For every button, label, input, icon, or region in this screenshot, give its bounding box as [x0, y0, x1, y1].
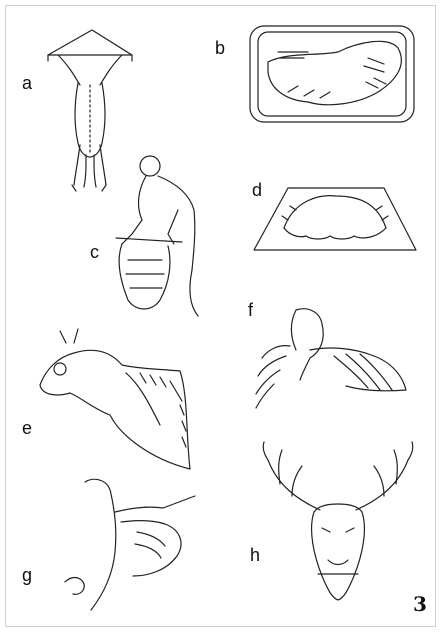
label-b: b — [215, 38, 225, 59]
figure-f-caping-head — [250, 300, 420, 415]
figure-h-antlered-skull — [258, 440, 418, 620]
label-e: e — [22, 418, 32, 439]
figure-g-hand-knife — [45, 472, 210, 622]
label-h: h — [250, 545, 260, 566]
figure-d-cut-diagram — [250, 180, 420, 260]
label-d: d — [252, 180, 262, 201]
label-a: a — [22, 73, 32, 94]
figure-b-meat-tray — [248, 22, 418, 127]
figure-c-person-sawing — [108, 150, 218, 320]
label-g: g — [22, 565, 32, 586]
label-c: c — [90, 242, 99, 263]
label-f: f — [248, 300, 253, 321]
figure-e-deer-cape — [30, 325, 205, 475]
page-number: 3 — [413, 592, 427, 616]
